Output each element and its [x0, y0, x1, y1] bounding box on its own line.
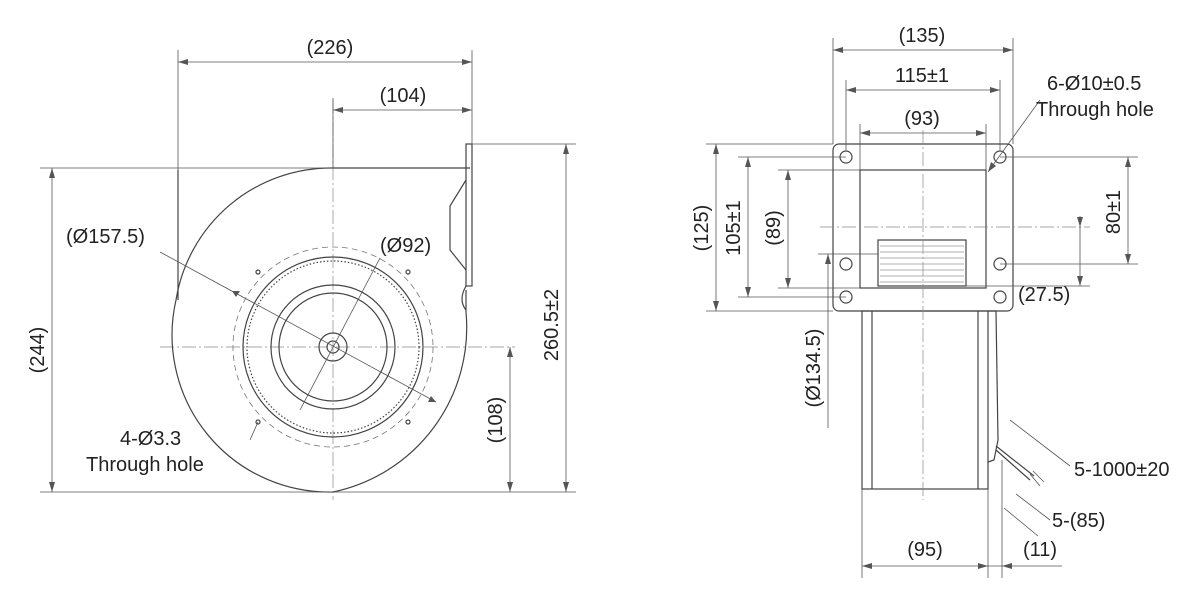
arrow-head: [713, 301, 719, 311]
leader-strip-length: [1015, 493, 1051, 521]
leader-hole: [249, 421, 259, 441]
outlet-flange-gusset: [449, 179, 467, 271]
arrow-head: [745, 157, 751, 167]
label-104: (104): [380, 85, 427, 107]
arrow-head: [507, 347, 513, 357]
side-view: (135) 115±1 (93) 6-Ø10±0.5 Through hole …: [691, 25, 1170, 578]
label-125: (125): [691, 205, 713, 252]
label-93: (93): [904, 108, 940, 130]
arrow-head: [976, 130, 986, 136]
label-27-5: (27.5): [1018, 284, 1070, 306]
leader-strip-length: [1003, 507, 1039, 537]
side-motor-edge: [987, 310, 999, 463]
label-dia-92: (Ø92): [380, 235, 431, 257]
label-95: (95): [907, 539, 943, 561]
arrow-head: [846, 87, 856, 93]
hub-outer: [318, 332, 348, 362]
impeller-outer-dashed-circle: [232, 246, 434, 448]
arrow-head: [978, 563, 988, 569]
arrow-head: [860, 130, 870, 136]
arrow-head: [862, 563, 872, 569]
cable: [995, 449, 1031, 481]
side-impeller-fins: [880, 245, 964, 283]
arrow-head: [990, 87, 1000, 93]
label-11: (11): [1023, 539, 1057, 561]
label-side-hole-count: 6-Ø10±0.5: [1047, 73, 1141, 95]
arrow-head: [178, 59, 188, 65]
label-hole-through: Through hole: [86, 454, 204, 476]
flange-hole-icon: [993, 290, 1007, 304]
inlet-ring: [270, 284, 396, 410]
flange-hole-icon: [839, 257, 853, 271]
arrow-head: [785, 170, 791, 180]
impeller-ring-blades: [246, 260, 420, 434]
side-housing-body: [861, 310, 989, 490]
arrow-head: [507, 482, 513, 492]
arrow-head: [333, 107, 343, 113]
label-strip-length: 5-(85): [1052, 510, 1105, 532]
arrow-head: [232, 291, 240, 297]
mount-hole-icon: [405, 269, 411, 275]
label-dia-157-5: (Ø157.5): [66, 226, 145, 248]
arrow-head: [1125, 254, 1131, 264]
mount-hole-icon: [405, 419, 411, 425]
arrow-head: [462, 107, 472, 113]
cable-strands: [1029, 470, 1045, 487]
leader-hole-callout: [987, 99, 1041, 173]
leader-dia-157-5: [159, 251, 437, 403]
label-89: (89): [763, 210, 785, 246]
side-impeller-block: [877, 239, 967, 287]
arrow-head: [1002, 563, 1012, 569]
mount-hole-icon: [255, 269, 261, 275]
arrow-head: [563, 482, 569, 492]
arrow-head: [825, 254, 831, 264]
arrow-head: [1125, 157, 1131, 167]
mount-hole-icon: [255, 419, 261, 425]
blower-housing-scroll: [171, 167, 470, 493]
leader-dia-92: [299, 257, 381, 411]
label-260-5: 260.5±2: [541, 289, 563, 361]
label-108: (108): [485, 397, 507, 444]
label-226: (226): [307, 37, 354, 59]
label-cable-length: 5-1000±20: [1074, 459, 1170, 481]
arrow-head: [49, 482, 55, 492]
arrow-head: [785, 278, 791, 288]
label-80: 80±1: [1103, 190, 1125, 234]
arrow-head: [833, 47, 843, 53]
arrow-head: [988, 162, 996, 172]
arrow-head: [1077, 276, 1083, 286]
outlet-flange: [465, 143, 473, 287]
label-side-hole-through: Through hole: [1036, 99, 1154, 121]
front-view: (226) (104) (Ø157.5) (Ø92) 4-Ø3.3 Throug…: [27, 37, 576, 500]
impeller-ring-outer: [242, 256, 424, 438]
outlet-neck: [461, 285, 467, 311]
label-115: 115±1: [895, 65, 949, 87]
arrow-head: [713, 144, 719, 154]
arrow-head: [563, 144, 569, 154]
label-105: 105±1: [723, 200, 745, 255]
arrow-head: [1077, 217, 1083, 227]
label-244: (244): [27, 327, 49, 374]
label-hole-count: 4-Ø3.3: [120, 428, 181, 450]
cable: [995, 445, 1035, 477]
arrow-head: [428, 396, 436, 402]
arrow-head: [49, 168, 55, 178]
leader-cable-length: [1009, 419, 1071, 467]
label-135: (135): [899, 25, 946, 47]
inlet-ring-inner: [278, 292, 388, 402]
hub-inner: [326, 340, 340, 354]
arrow-head: [462, 59, 472, 65]
arrow-head: [1003, 47, 1013, 53]
arrow-head: [745, 287, 751, 297]
label-dia-134-5: (Ø134.5): [803, 329, 825, 408]
